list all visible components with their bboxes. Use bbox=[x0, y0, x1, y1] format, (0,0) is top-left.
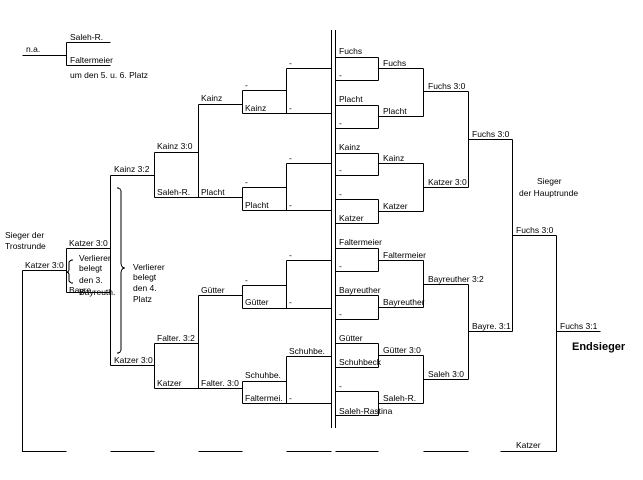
haupt-fuchs-30-final: Fuchs 3:0 bbox=[516, 225, 554, 235]
sieger-trost-label-1: Sieger der bbox=[5, 230, 45, 240]
trost-falter-32: Falter. 3:2 bbox=[157, 333, 195, 343]
trost-kainz-r3: Kainz bbox=[201, 93, 223, 103]
trost-schuhbe-r5: Schuhbe. bbox=[289, 346, 325, 356]
haupt-saleh-30: Saleh 3:0 bbox=[428, 369, 464, 379]
haupt-kainz: Kainz bbox=[339, 142, 361, 152]
haupt-dash: - bbox=[339, 381, 342, 391]
haupt-fuchs-30: Fuchs 3:0 bbox=[428, 81, 466, 91]
trost-placht-r3: Placht bbox=[201, 187, 225, 197]
trost-dash: - bbox=[245, 177, 248, 187]
third-place-note-2: belegt bbox=[79, 263, 103, 273]
haupt-bayreuther-r2: Bayreuther bbox=[383, 297, 425, 307]
haupt-saleh-rastina: Saleh-Rastina bbox=[339, 406, 393, 416]
haupt-fuchs: Fuchs bbox=[339, 46, 363, 56]
haupt-bayreuther-32: Bayreuther 3:2 bbox=[428, 274, 484, 284]
fourth-place-note-2: belegt bbox=[133, 272, 157, 282]
third-place-note-1: Verlierer bbox=[79, 253, 111, 263]
haupt-bayreuther: Bayreuther bbox=[339, 285, 381, 295]
trost-kainz-32: Kainz 3:2 bbox=[114, 164, 150, 174]
trost-falter-30: Falter. 3:0 bbox=[201, 378, 239, 388]
trost-dash: - bbox=[289, 250, 292, 260]
haupt-katzer-30: Katzer 3:0 bbox=[428, 177, 467, 187]
trost-faltermei-r4: Faltermei. bbox=[245, 393, 283, 403]
trost-schuhbe-r4: Schuhbe. bbox=[245, 370, 281, 380]
haupt-fuchs-r2: Fuchs bbox=[383, 58, 407, 68]
haupt-dash: - bbox=[339, 165, 342, 175]
haupt-dash: - bbox=[339, 189, 342, 199]
sieger-haupt-label-2: der Hauptrunde bbox=[519, 188, 579, 198]
top-saleh-label: Saleh-R. bbox=[70, 32, 104, 42]
top-faltermeier-label: Faltermeier bbox=[70, 55, 113, 65]
trost-semi-katzer-label: Katzer 3:0 bbox=[69, 238, 108, 248]
haupt-bayre-31: Bayre. 3:1 bbox=[472, 321, 511, 331]
trost-guetter-r3: Gütter bbox=[201, 285, 225, 295]
trost-dash: - bbox=[289, 58, 292, 68]
na-label: n.a. bbox=[26, 44, 41, 54]
haupt-katzer-r2: Katzer bbox=[383, 201, 408, 211]
trost-saleh: Saleh-R. bbox=[157, 187, 191, 197]
sieger-trost-label-2: Trostrunde bbox=[5, 241, 46, 251]
haupt-faltermeier: Faltermeier bbox=[339, 237, 382, 247]
trost-dash: - bbox=[245, 275, 248, 285]
haupt-katzer: Katzer bbox=[339, 213, 364, 223]
trost-dash: - bbox=[245, 80, 248, 90]
fourth-place-note-3: den 4. bbox=[133, 283, 157, 293]
trost-dash: - bbox=[289, 200, 292, 210]
fourth-place-note-1: Verlierer bbox=[133, 262, 165, 272]
trost-katzer: Katzer bbox=[157, 378, 182, 388]
sieger-haupt-label-1: Sieger bbox=[537, 176, 562, 186]
trost-dash: - bbox=[289, 103, 292, 113]
bottom-katzer-label: Katzer bbox=[516, 440, 541, 450]
third-place-note-overlap: Bayreuth. bbox=[79, 287, 116, 297]
trost-kainz-30: Kainz 3:0 bbox=[157, 141, 193, 151]
trost-dash: - bbox=[289, 393, 292, 403]
haupt-schuhbeck: Schuhbeck bbox=[339, 357, 382, 367]
trost-winner-label: Katzer 3:0 bbox=[25, 260, 64, 270]
haupt-dash: - bbox=[339, 309, 342, 319]
haupt-guetter: Gütter bbox=[339, 333, 363, 343]
haupt-saleh-r2: Saleh-R. bbox=[383, 393, 417, 403]
trost-placht-r4: Placht bbox=[245, 200, 269, 210]
trost-kainz-r4: Kainz bbox=[245, 103, 267, 113]
final-result-label: Fuchs 3:1 bbox=[560, 321, 598, 331]
third-place-note-3: den 3. bbox=[79, 275, 103, 285]
haupt-placht-r2: Placht bbox=[383, 106, 407, 116]
haupt-faltermeier-r2: Faltermeier bbox=[383, 250, 426, 260]
haupt-fuchs-30-semi: Fuchs 3:0 bbox=[472, 129, 510, 139]
trost-katzer-30: Katzer 3:0 bbox=[114, 355, 153, 365]
fourth-place-note-4: Platz bbox=[133, 294, 152, 304]
place-5-6-label: um den 5. u. 6. Platz bbox=[70, 70, 148, 80]
haupt-guetter-30: Gütter 3:0 bbox=[383, 345, 421, 355]
haupt-kainz-r2: Kainz bbox=[383, 153, 405, 163]
trost-dash: - bbox=[289, 153, 292, 163]
endsieger-label: Endsieger bbox=[572, 341, 626, 353]
haupt-dash: - bbox=[339, 261, 342, 271]
trost-dash: - bbox=[289, 297, 292, 307]
haupt-dash: - bbox=[339, 118, 342, 128]
trost-semi-bayre-label: Bayre. bbox=[69, 285, 94, 295]
haupt-placht: Placht bbox=[339, 94, 363, 104]
haupt-dash: - bbox=[339, 70, 342, 80]
trost-guetter-r4: Gütter bbox=[245, 297, 269, 307]
